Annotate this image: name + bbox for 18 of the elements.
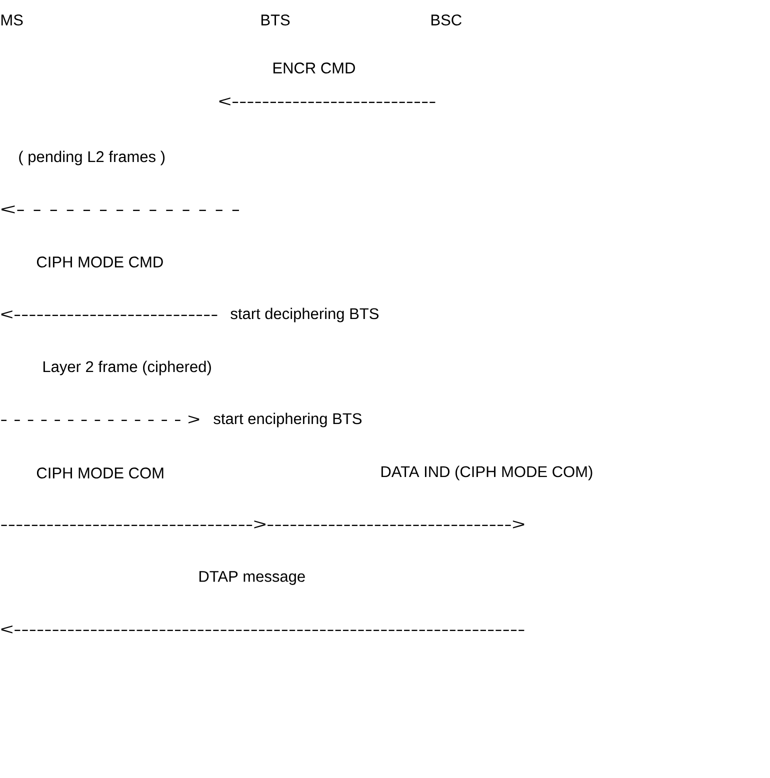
text-arrow: <--------------------------- <box>1 310 218 318</box>
column-heading: BTS <box>261 14 290 26</box>
message-label: ( pending L2 frames ) <box>19 150 165 166</box>
note: start deciphering BTS <box>230 308 379 322</box>
text-arrow: <--------------------------- <box>219 97 436 106</box>
note: start enciphering BTS <box>214 412 362 428</box>
message-label: ENCR CMD <box>273 62 355 74</box>
text-arrow: <------------------------------------------------------------------- <box>1 626 524 634</box>
message-label: CIPH MODE COM <box>36 468 164 478</box>
message-label: CIPH MODE CMD <box>36 256 163 268</box>
message-label: Layer 2 frame (ciphered) <box>43 360 211 376</box>
column-heading: MS <box>1 14 23 26</box>
message-label: DTAP message <box>199 571 305 585</box>
text-arrow: --------------------------------->--------------------------------> <box>1 520 524 528</box>
message-label: DATA IND (CIPH MODE COM) <box>381 466 592 480</box>
column-heading: BSC <box>431 14 462 26</box>
text-arrow: - - - - - - - - - - - - - - > <box>1 416 200 424</box>
text-arrow: <- - - - - - - - - - - - - - <box>2 205 239 214</box>
